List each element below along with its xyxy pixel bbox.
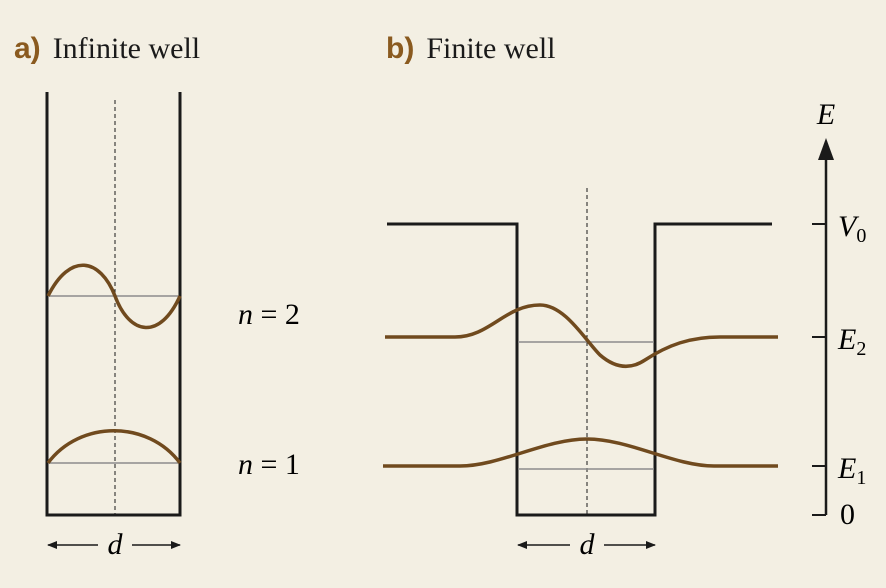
energy-axis-label: E — [816, 98, 835, 131]
panel-a: a) Infinite well d — [14, 32, 200, 561]
finite-width-label: d — [580, 528, 596, 561]
tick-label-e1: E1 — [837, 452, 866, 489]
panel-b-title: Finite well — [426, 32, 555, 65]
panel-a-header: a) Infinite well — [14, 32, 200, 65]
panel-b: b) Finite well d — [383, 32, 778, 561]
infinite-well-walls — [45, 92, 182, 517]
tick-label-e2: E2 — [837, 323, 866, 360]
infinite-wavefunction-n2 — [46, 263, 182, 330]
finite-wavefunction-e1 — [383, 437, 778, 468]
level-label-n2: n = 2 — [238, 298, 300, 331]
finite-well-potential — [387, 222, 772, 517]
tick-label-v0: V0 — [838, 210, 866, 247]
panel-b-header: b) Finite well — [386, 32, 555, 65]
panel-b-letter: b) — [386, 32, 414, 65]
panel-a-letter: a) — [14, 32, 41, 65]
energy-axis: E V0 E2 E1 0 — [812, 98, 866, 531]
finite-wavefunction-e2 — [385, 303, 778, 368]
energy-axis-arrowhead — [818, 138, 834, 160]
panel-a-title: Infinite well — [53, 32, 200, 65]
level-label-n1: n = 1 — [238, 448, 300, 481]
infinite-width-label: d — [108, 528, 124, 561]
infinite-wavefunction-n1 — [46, 429, 182, 465]
tick-label-zero: 0 — [840, 498, 855, 531]
